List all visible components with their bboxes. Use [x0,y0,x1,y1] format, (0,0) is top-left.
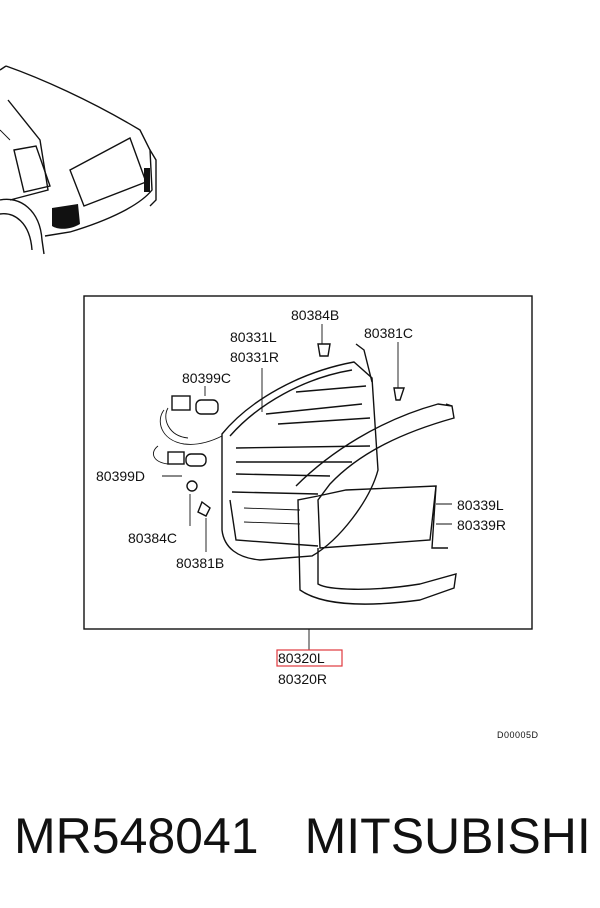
bulb-sockets [152,343,405,517]
label-80381c: 80381C [364,325,413,341]
label-80384b: 80384B [291,307,339,323]
label-80399d: 80399D [96,468,145,484]
vehicle-rear-illustration [0,65,157,255]
label-80381b: 80381B [176,555,224,571]
leader-lines [162,324,452,650]
label-80331r: 80331R [230,349,279,365]
label-80339l: 80339L [457,497,504,513]
label-80339r: 80339R [457,517,506,533]
label-80320r: 80320R [278,671,327,687]
diagram-frame [83,295,533,630]
tail-lamp-housing [221,361,379,561]
label-80320l: 80320L [278,650,325,666]
lamp-bezel [295,403,457,605]
label-80384c: 80384C [128,530,177,546]
label-80331l: 80331L [230,329,277,345]
label-80399c: 80399C [182,370,231,386]
footer: MR548041 MITSUBISHI [14,806,594,876]
part-number: MR548041 [14,808,259,864]
highlight-box-80320l [276,649,343,667]
brand-name: MITSUBISHI [304,808,591,864]
diagram-code: D00005D [497,730,539,740]
